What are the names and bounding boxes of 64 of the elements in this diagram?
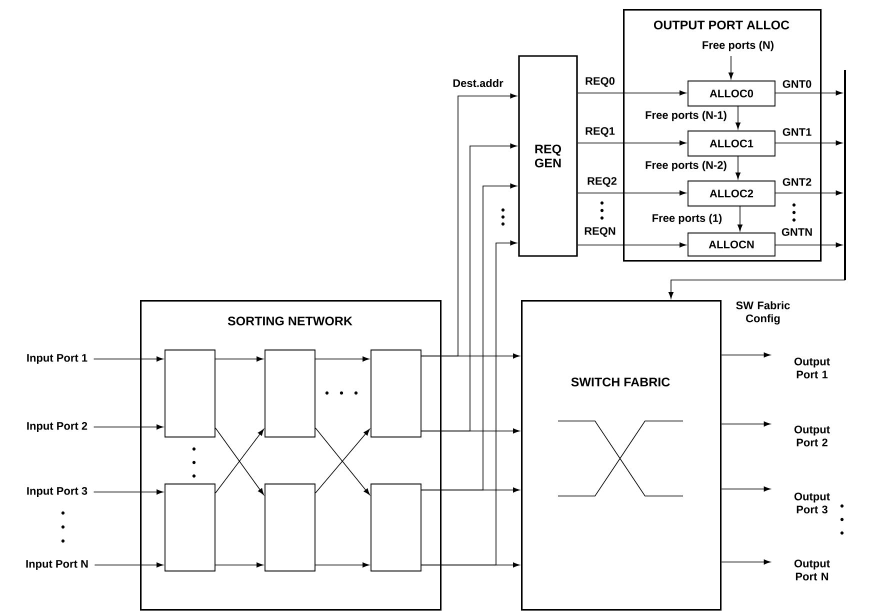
- edge-label: GNT0: [782, 80, 812, 88]
- port-label: Output Port 2: [794, 426, 830, 446]
- arrow: [577, 140, 686, 146]
- sorter-box: [370, 350, 422, 438]
- edge-label: Dest.addr: [453, 78, 504, 88]
- arrow: [421, 184, 517, 490]
- edge-label: SW Fabric Config: [736, 301, 790, 324]
- arrow: [721, 352, 770, 358]
- arrow: [721, 422, 770, 426]
- edge-label: REQ2: [588, 177, 617, 187]
- sorter-box: [370, 484, 422, 572]
- arrow: [93, 356, 164, 362]
- arrow: [775, 140, 842, 146]
- arrow: [738, 206, 742, 232]
- port-label: Output Port N: [794, 560, 830, 580]
- arrow: [577, 90, 686, 96]
- network-box: SORTING NETWORK: [140, 300, 442, 611]
- sorter-box: [264, 350, 316, 438]
- edge-label: GNTN: [782, 228, 812, 236]
- edge-label: Free ports (1): [652, 214, 722, 224]
- arrow: [668, 280, 846, 299]
- arrow: [728, 56, 734, 80]
- arrow: [577, 190, 686, 196]
- switch-fabric-box: SWITCH FABRIC: [521, 300, 722, 611]
- arrow: [736, 156, 740, 180]
- alloc-box: ALLOCN: [688, 232, 776, 256]
- edge-label: REQ0: [586, 77, 615, 87]
- arrow: [721, 486, 770, 492]
- edge-label: Free ports (N-1): [646, 110, 726, 122]
- arrow: [736, 106, 740, 130]
- edge-label: REQN: [584, 227, 616, 237]
- arrow: [315, 356, 370, 362]
- port-label: Output Port 3: [794, 492, 830, 514]
- port-label: Input Port 3: [27, 487, 88, 497]
- edge-label: GNT2: [782, 178, 812, 186]
- arrow: [215, 356, 264, 362]
- arrow: [421, 240, 517, 566]
- arrow: [775, 190, 842, 196]
- arrow: [775, 90, 842, 96]
- arrow: [421, 94, 517, 356]
- port-label: Output Port 1: [794, 358, 830, 378]
- port-label: Input Port 1: [27, 354, 88, 364]
- edge-label: REQ1: [586, 127, 615, 137]
- arrow: [577, 242, 686, 248]
- arrow: [421, 144, 517, 432]
- arrow: [775, 242, 842, 248]
- arrow: [93, 424, 164, 430]
- sorter-box: [264, 484, 316, 572]
- port-label: Input Port N: [26, 560, 88, 570]
- arrow: [94, 562, 164, 568]
- arrow: [315, 562, 370, 568]
- edge-label: Free ports (N-2): [646, 160, 726, 172]
- alloc-box: ALLOC0: [688, 80, 776, 106]
- arrow: [215, 562, 264, 568]
- arrow: [721, 560, 770, 564]
- edge-label: Free ports (N): [702, 40, 774, 52]
- generator-box: REQ GEN: [518, 55, 578, 257]
- arrow: [93, 490, 164, 494]
- sorter-box: [164, 484, 216, 572]
- alloc-box: ALLOC2: [688, 180, 776, 206]
- sorter-box: [164, 350, 216, 438]
- alloc-box: ALLOC1: [688, 130, 776, 156]
- port-label: Input Port 2: [27, 422, 88, 432]
- edge-label: GNT1: [782, 128, 812, 136]
